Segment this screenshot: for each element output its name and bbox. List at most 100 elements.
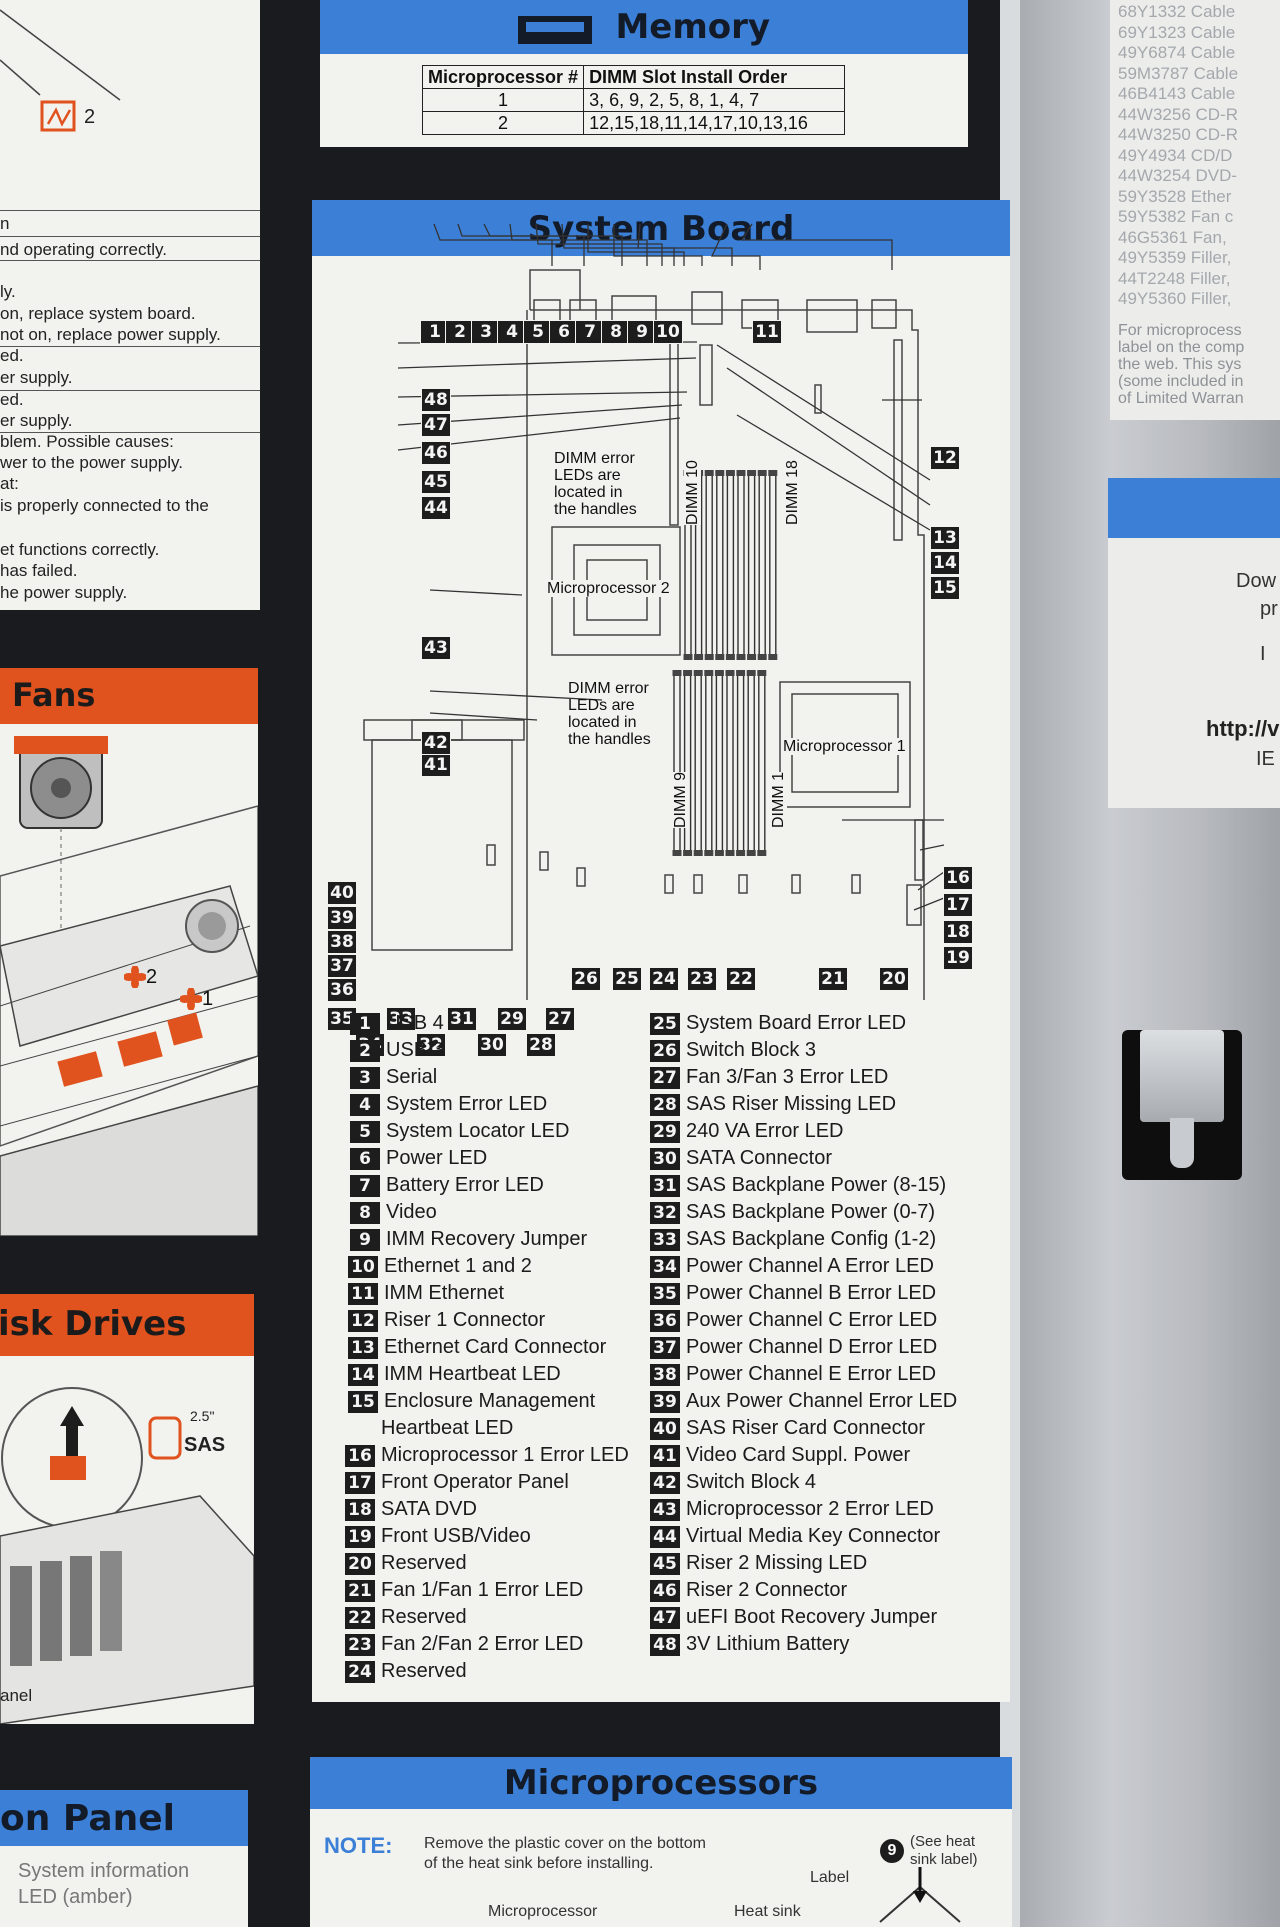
see-label-1: (See heat bbox=[910, 1833, 976, 1850]
dimm-latch bbox=[746, 850, 756, 856]
legend-number: 8 bbox=[350, 1201, 380, 1224]
legend-number: 46 bbox=[650, 1579, 680, 1602]
legend-label: Enclosure Management bbox=[384, 1390, 596, 1412]
legend-label: Battery Error LED bbox=[386, 1174, 544, 1196]
parts-list-item: 49Y5360 Filler, bbox=[1118, 289, 1232, 308]
callout-15: 15 bbox=[930, 576, 960, 600]
dimm-latch bbox=[736, 670, 746, 676]
dimm-latch bbox=[736, 470, 746, 476]
memory-chip-icon bbox=[517, 15, 592, 44]
legend-number: 24 bbox=[345, 1660, 375, 1683]
legend-label: Power Channel D Error LED bbox=[686, 1336, 938, 1358]
microprocessors-title: Microprocessors bbox=[503, 1763, 819, 1803]
callout-11: 11 bbox=[752, 320, 782, 344]
callout-21: 21 bbox=[818, 967, 848, 991]
download-link: http://v bbox=[1206, 716, 1280, 741]
legend-label: Microprocessor 2 Error LED bbox=[686, 1498, 934, 1520]
legend-number: 19 bbox=[345, 1525, 375, 1548]
fan-1-label: 1 bbox=[202, 988, 214, 1010]
legend-number: 16 bbox=[345, 1444, 375, 1467]
legend-number: 33 bbox=[650, 1228, 680, 1251]
legend-label: 240 VA Error LED bbox=[686, 1120, 844, 1142]
microprocessor-1-label: Microprocessor 1 bbox=[781, 738, 908, 755]
callout-10: 10 bbox=[653, 320, 683, 344]
legend-number: 36 bbox=[650, 1309, 680, 1332]
legend-label: SATA Connector bbox=[686, 1147, 832, 1169]
dimm-latch bbox=[715, 470, 725, 476]
operator-panel-panel: on Panel System information LED (amber) bbox=[0, 1790, 248, 1927]
parts-note-line: of Limited Warran bbox=[1118, 390, 1244, 407]
dimm-latch bbox=[725, 670, 735, 676]
dimm-latch bbox=[768, 470, 778, 476]
legend-number: 1 bbox=[350, 1012, 380, 1035]
legend-label: Fan 2/Fan 2 Error LED bbox=[381, 1633, 584, 1655]
parts-list-item: 44T2248 Filler, bbox=[1118, 268, 1231, 288]
legend-number: 12 bbox=[348, 1309, 378, 1332]
fan-icon bbox=[180, 988, 202, 1010]
power-text-line: nd operating correctly. bbox=[0, 240, 167, 259]
callout-41: 41 bbox=[421, 753, 451, 777]
heat-sink-caption: Heat sink bbox=[734, 1903, 801, 1920]
legend-label: Front Operator Panel bbox=[381, 1471, 569, 1493]
callout-47: 47 bbox=[421, 413, 451, 437]
callout-20: 20 bbox=[879, 967, 909, 991]
dimm-latch bbox=[704, 670, 714, 676]
callout-38: 38 bbox=[327, 930, 357, 954]
legend-number: 10 bbox=[348, 1255, 378, 1278]
legend-number: 20 bbox=[345, 1552, 375, 1575]
legend-label: Microprocessor 1 Error LED bbox=[381, 1444, 629, 1466]
dimm-latch bbox=[736, 654, 746, 660]
legend-number: 29 bbox=[650, 1120, 680, 1143]
power-diagram bbox=[0, 9, 121, 132]
dimm-latch bbox=[704, 470, 714, 476]
legend-number: 17 bbox=[345, 1471, 375, 1494]
power-text-line: he power supply. bbox=[0, 583, 128, 602]
dimm-latch bbox=[746, 670, 756, 676]
power-text-line: is properly connected to the bbox=[0, 496, 209, 515]
system-info-label: System information bbox=[18, 1860, 190, 1882]
legend-label: Ethernet 1 and 2 bbox=[384, 1255, 532, 1277]
callout-43: 43 bbox=[421, 636, 451, 660]
dimm-1-label: DIMM 1 bbox=[770, 772, 787, 828]
callout-31: 31 bbox=[447, 1007, 477, 1031]
legend-label: Video Card Suppl. Power bbox=[686, 1444, 911, 1466]
divider bbox=[0, 346, 260, 347]
legend-label: SAS Backplane Config (1-2) bbox=[686, 1228, 937, 1250]
table-cell: 3, 6, 9, 2, 5, 8, 1, 4, 7 bbox=[583, 88, 846, 112]
legend-label: SAS Riser Missing LED bbox=[686, 1093, 897, 1115]
callout-29: 29 bbox=[497, 1007, 527, 1031]
parts-note-line: the web. This sys bbox=[1118, 356, 1242, 373]
divider bbox=[0, 260, 260, 261]
parts-note-line: (some included in bbox=[1118, 373, 1244, 390]
dimm-latch bbox=[672, 670, 682, 676]
power-text-line: blem. Possible causes: bbox=[0, 432, 174, 451]
parts-list-item: 44W3254 DVD- bbox=[1118, 166, 1238, 185]
dimm-latch bbox=[757, 654, 767, 660]
operator-panel-header: on Panel bbox=[0, 1790, 248, 1846]
legend-number: 7 bbox=[350, 1174, 380, 1197]
legend-label: Virtual Media Key Connector bbox=[686, 1525, 941, 1547]
see-label-2: sink label) bbox=[910, 1851, 978, 1868]
legend-number: 18 bbox=[345, 1498, 375, 1521]
table-row: 1 3, 6, 9, 2, 5, 8, 1, 4, 7 bbox=[421, 88, 846, 112]
table-cell: 2 bbox=[421, 111, 585, 135]
power-text-line: er supply. bbox=[0, 368, 73, 387]
legend-label: SAS Backplane Power (0-7) bbox=[686, 1201, 936, 1223]
divider bbox=[0, 236, 260, 237]
fan-icon bbox=[124, 966, 146, 988]
legend-item: 16 Microprocessor 1 Error LED bbox=[345, 1444, 629, 1467]
legend-number: 28 bbox=[650, 1093, 680, 1116]
